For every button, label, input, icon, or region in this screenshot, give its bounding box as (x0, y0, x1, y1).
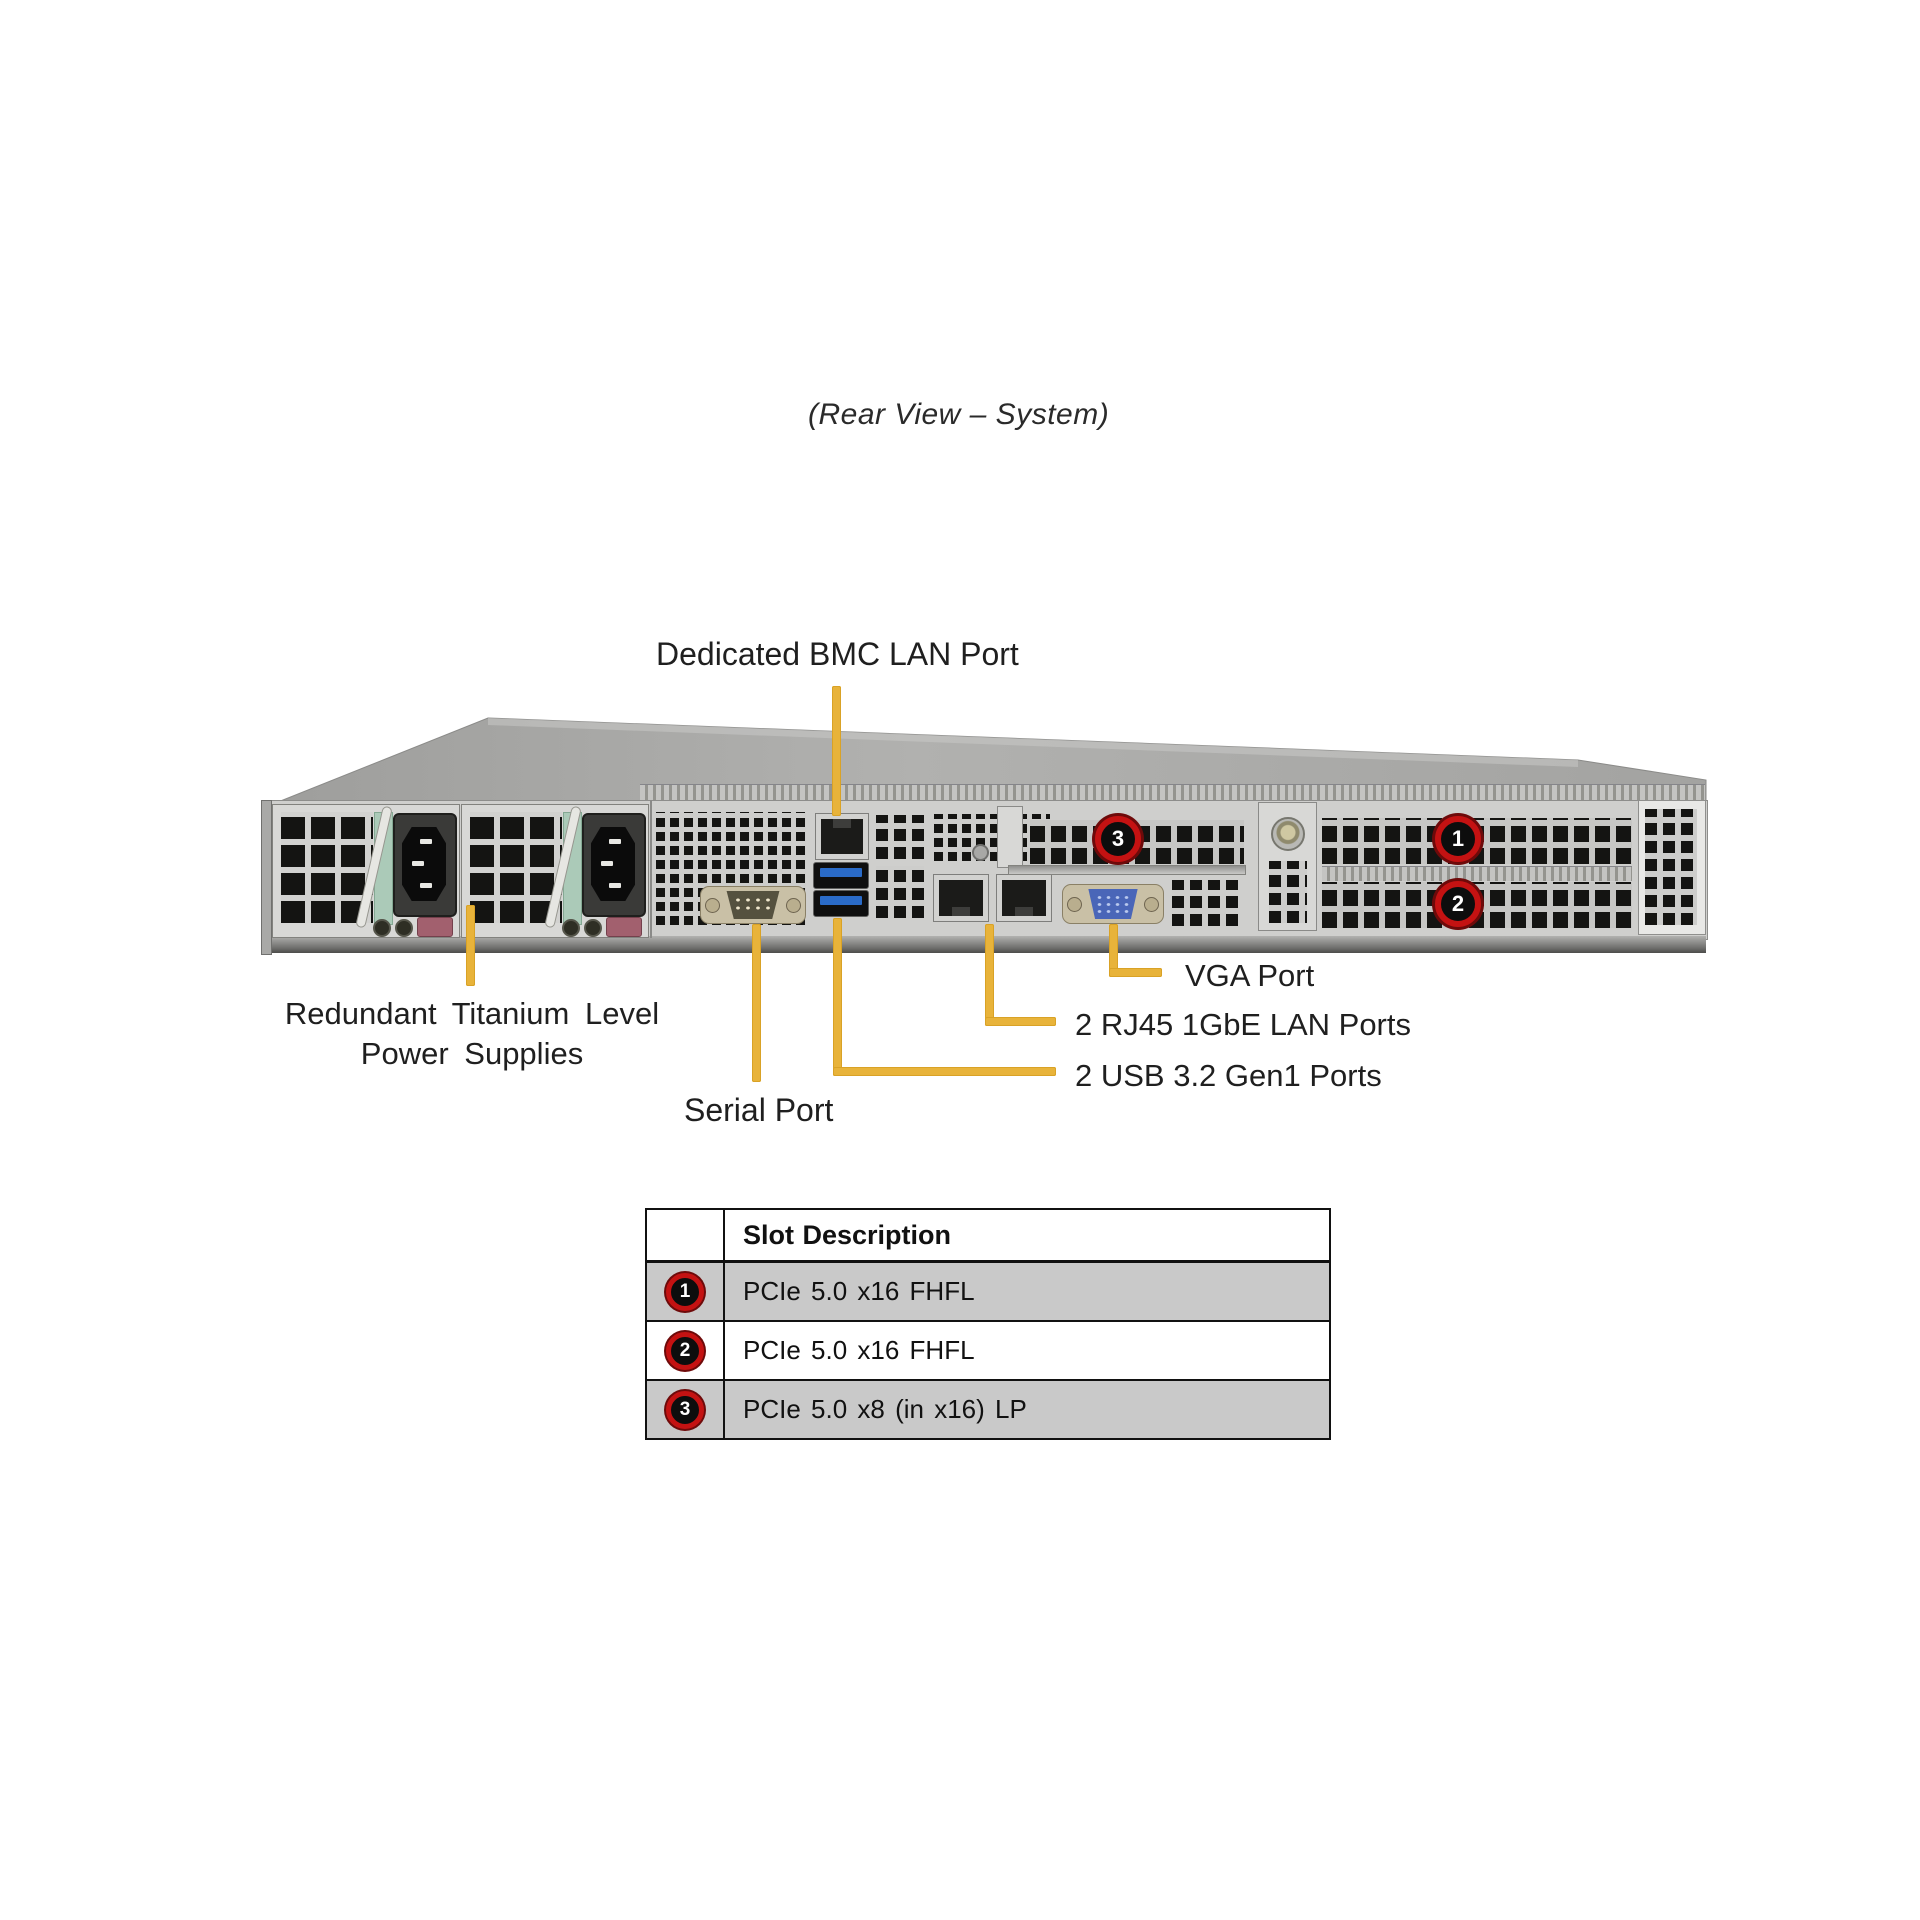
table-header-badge-cell (647, 1210, 725, 1260)
panel-seam (650, 800, 652, 938)
vga-callout-line-v (1109, 924, 1118, 977)
slot-divider-rib (1322, 866, 1632, 881)
psu-callout-line (466, 905, 475, 986)
riser-bracket (1258, 802, 1317, 931)
psu1-ac-inlet (393, 813, 457, 917)
psu2-c14-socket (591, 827, 635, 901)
vga-port (1062, 884, 1164, 924)
row3-slot-marker: 3 (666, 1390, 704, 1429)
bmc-lan-port (815, 813, 869, 860)
label-bmc-lan-port: Dedicated BMC LAN Port (656, 636, 1019, 672)
label-power-supplies-line2: Power Supplies (360, 1036, 584, 1071)
psu2-release-latch (606, 917, 642, 937)
psu2-led (584, 919, 602, 937)
slot3-marker: 3 (1095, 816, 1141, 862)
slot-description-table: Slot Description 1 PCIe 5.0 x16 FHFL 2 P… (645, 1208, 1331, 1440)
table-header-row: Slot Description (647, 1210, 1329, 1263)
row2-slot-marker: 2 (666, 1331, 704, 1370)
psu1-vent-grid (281, 812, 373, 923)
vga-callout-line-h (1109, 968, 1162, 977)
slot2-marker: 2 (1435, 881, 1481, 927)
lan-port-2 (996, 874, 1052, 922)
vent-cluster-1 (876, 815, 924, 859)
usb-port-1 (813, 862, 869, 889)
vent-right-of-vga (1172, 880, 1238, 926)
power-supply-1 (272, 804, 460, 938)
psu1-release-latch (417, 917, 453, 937)
lan-port-1 (933, 874, 989, 922)
slot1-marker: 1 (1435, 816, 1481, 862)
label-power-supplies-line1: Redundant Titanium Level (284, 996, 660, 1031)
bmc-callout-line (832, 686, 841, 816)
psu2-vent-grid (470, 812, 562, 923)
row1-description: PCIe 5.0 x16 FHFL (743, 1276, 975, 1306)
psu2-ac-inlet (582, 813, 646, 917)
right-vent-block (1638, 800, 1706, 935)
slot2-vent-strip (1322, 882, 1632, 928)
lan-callout-line-h (985, 1017, 1056, 1026)
slot3-bracket-edge (997, 806, 1023, 868)
label-serial-port: Serial Port (684, 1092, 834, 1128)
table-header-label: Slot Description (743, 1219, 952, 1250)
label-usb-ports: 2 USB 3.2 Gen1 Ports (1075, 1058, 1382, 1093)
serial-port (700, 886, 806, 924)
row1-slot-marker: 1 (666, 1272, 704, 1311)
table-row: 3 PCIe 5.0 x8 (in x16) LP (647, 1379, 1329, 1438)
lan-callout-line-v (985, 924, 994, 1026)
rack-ear-left (261, 800, 272, 955)
vent-cluster-2 (876, 866, 924, 918)
psu1-led (395, 919, 413, 937)
page-title: (Rear View – System) (808, 398, 1110, 431)
power-supply-2 (461, 804, 649, 938)
table-row: 2 PCIe 5.0 x16 FHFL (647, 1320, 1329, 1379)
serial-callout-line (752, 924, 761, 1082)
usb-callout-line-v (833, 918, 842, 1076)
row3-description: PCIe 5.0 x8 (in x16) LP (743, 1394, 1027, 1424)
psu1-c14-socket (402, 827, 446, 901)
chassis-rib-strip (640, 784, 1705, 801)
slot3-blank-slot (1008, 865, 1246, 875)
slot3-screw-hole (972, 844, 989, 861)
table-row: 1 PCIe 5.0 x16 FHFL (647, 1263, 1329, 1320)
usb-callout-line-h (833, 1067, 1056, 1076)
label-lan-ports: 2 RJ45 1GbE LAN Ports (1075, 1007, 1411, 1042)
row2-description: PCIe 5.0 x16 FHFL (743, 1335, 975, 1365)
usb-port-2 (813, 890, 869, 917)
thumbscrew (1271, 817, 1305, 851)
psu1-button (373, 919, 391, 937)
label-vga-port: VGA Port (1185, 958, 1315, 993)
psu2-button (562, 919, 580, 937)
